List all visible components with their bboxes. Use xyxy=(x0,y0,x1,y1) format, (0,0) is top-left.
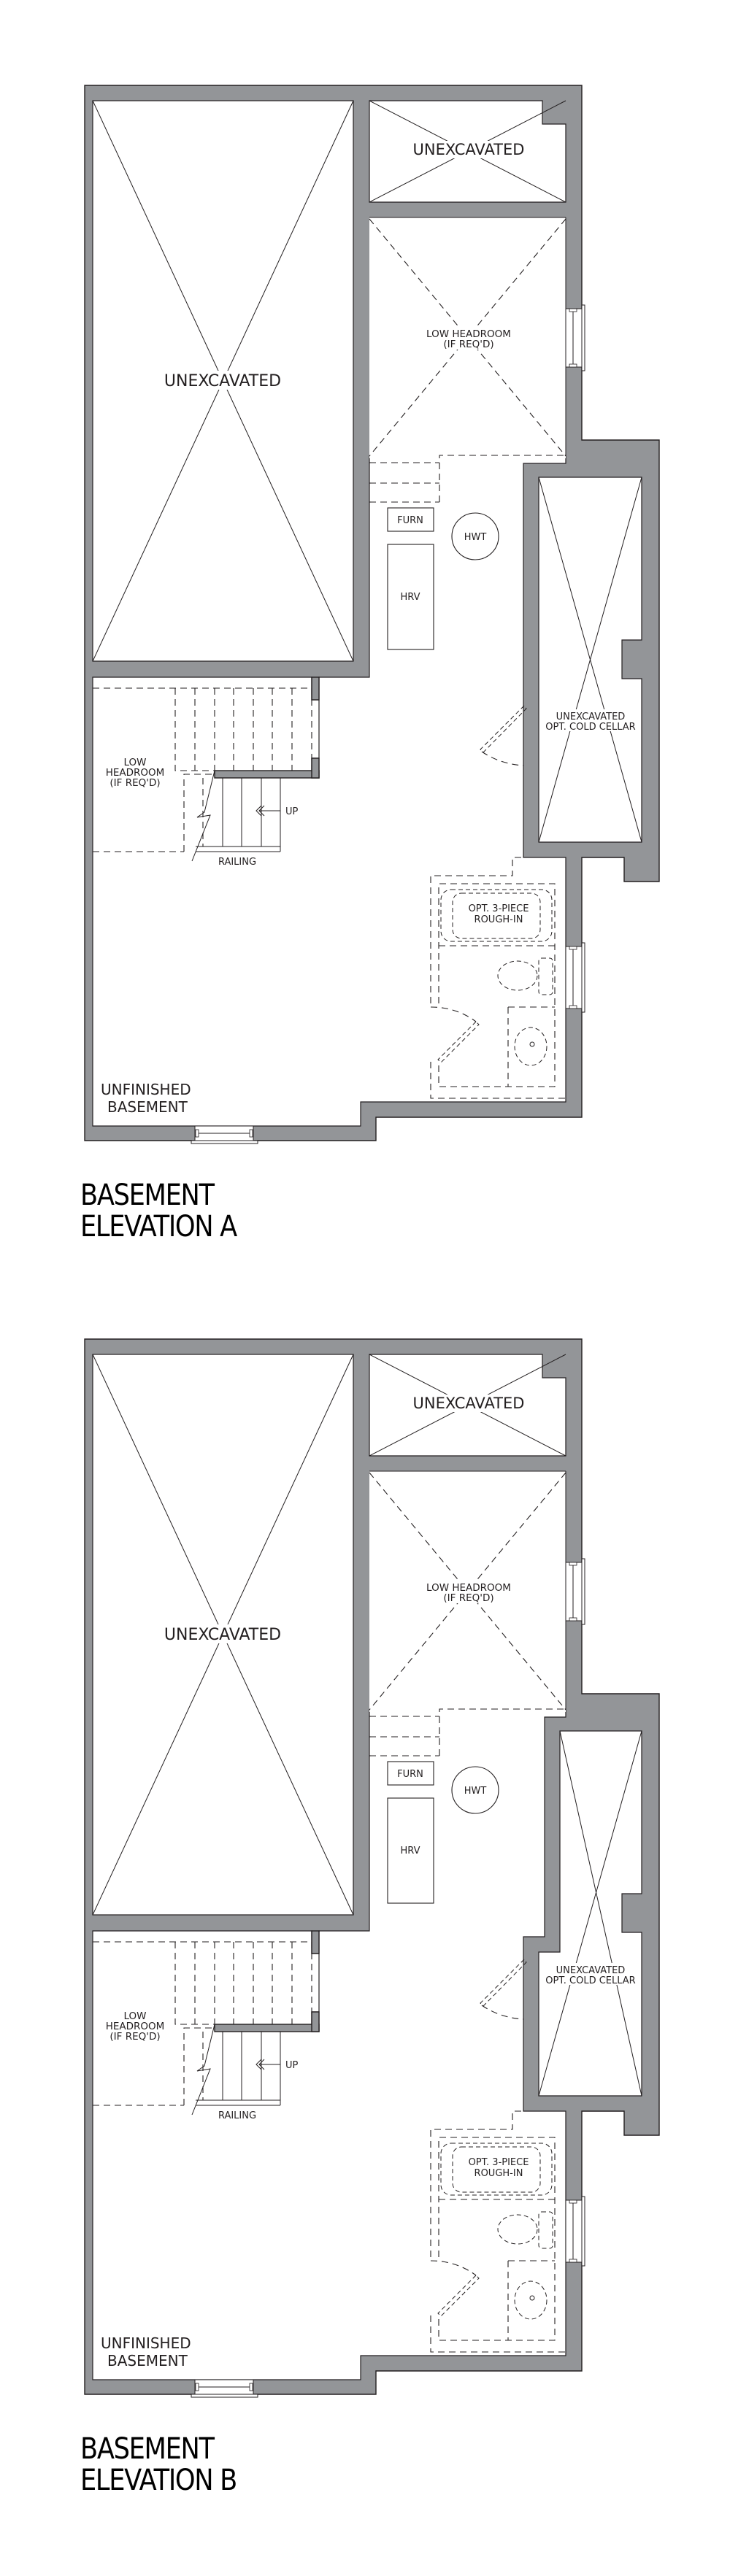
rough-in-label-2: ROUGH-IN xyxy=(474,914,523,925)
furn-label: FURN xyxy=(397,515,423,526)
furn-label: FURN xyxy=(397,1769,423,1780)
low-headroom-upper-label-1: LOW HEADROOM xyxy=(426,1582,511,1594)
unexcavated-top-label: UNEXCAVATED xyxy=(413,141,525,158)
unexcavated-left-label: UNEXCAVATED xyxy=(164,1626,281,1644)
low-headroom-stair-label-2: HEADROOM xyxy=(106,2021,165,2032)
optional-3-piece-rough-in xyxy=(430,2110,566,2353)
hrv-label: HRV xyxy=(401,592,420,603)
up-label: UP xyxy=(285,2060,299,2071)
window-right-upper xyxy=(565,1558,585,1625)
hrv-label: HRV xyxy=(401,1846,420,1856)
low-headroom-upper-label-2: (IF REQ'D) xyxy=(443,1592,493,1604)
low-headroom-stair-label-1: LOW xyxy=(123,2010,146,2022)
rough-in-label-1: OPT. 3-PIECE xyxy=(469,2157,529,2168)
plan-b-title: BASEMENT ELEVATION B xyxy=(80,2434,237,2496)
furnace xyxy=(387,1761,434,1786)
unexcavated-top-label: UNEXCAVATED xyxy=(413,1395,525,1412)
unfinished-label-1: UNFINISHED xyxy=(101,1081,191,1098)
plan-a-title: BASEMENT ELEVATION A xyxy=(80,1180,237,1243)
cold-cellar-door xyxy=(480,1959,527,2020)
window-right-upper xyxy=(565,304,585,371)
railing-label: RAILING xyxy=(218,857,256,868)
window-bottom xyxy=(191,2379,258,2398)
hwt-label: HWT xyxy=(464,532,487,543)
plan-b-title-line1: BASEMENT xyxy=(80,2432,215,2466)
staircase xyxy=(93,676,320,862)
low-headroom-upper-label-1: LOW HEADROOM xyxy=(426,328,511,340)
window-right-lower xyxy=(565,2196,585,2267)
plan-b-title-line2: ELEVATION B xyxy=(80,2464,237,2497)
low-headroom-upper-label-2: (IF REQ'D) xyxy=(443,339,493,350)
unfinished-label-1: UNFINISHED xyxy=(101,2334,191,2352)
floor-plan-elevation-b: UNEXCAVATED UNEXCAVATED LOW HEADROOM (IF… xyxy=(84,1338,660,2398)
floor-plan-elevation-a: UNEXCAVATED UNEXCAVATED LOW HEADROOM (IF… xyxy=(84,85,660,1144)
low-headroom-stair-label-3: (IF REQ'D) xyxy=(110,777,160,789)
cold-cellar-door xyxy=(480,705,527,766)
cold-cellar-label-2: OPT. COLD CELLAR xyxy=(545,1975,635,1986)
cold-cellar-label-1: UNEXCAVATED xyxy=(556,1965,626,1976)
low-headroom-stair-label-1: LOW xyxy=(123,757,146,768)
window-right-lower xyxy=(565,942,585,1013)
window-bottom xyxy=(191,1125,258,1144)
low-headroom-stair-label-2: HEADROOM xyxy=(106,767,165,779)
furnace xyxy=(387,507,434,532)
plan-a-title-line2: ELEVATION A xyxy=(80,1210,237,1243)
cold-cellar-label-1: UNEXCAVATED xyxy=(556,712,626,722)
hot-water-tank xyxy=(451,512,499,560)
optional-3-piece-rough-in xyxy=(430,857,566,1099)
cold-cellar-label-2: OPT. COLD CELLAR xyxy=(545,722,635,733)
hrv-unit xyxy=(387,1797,434,1904)
plan-a-title-line1: BASEMENT xyxy=(80,1179,215,1212)
hrv-unit xyxy=(387,544,434,650)
unexcavated-left-label: UNEXCAVATED xyxy=(164,372,281,390)
unfinished-label-2: BASEMENT xyxy=(107,1098,188,1116)
main-floor-area xyxy=(92,455,566,1127)
hwt-label: HWT xyxy=(464,1786,487,1797)
unfinished-label-2: BASEMENT xyxy=(107,2352,188,2369)
hot-water-tank xyxy=(451,1766,499,1814)
staircase xyxy=(93,1930,320,2116)
rough-in-label-2: ROUGH-IN xyxy=(474,2168,523,2179)
rough-in-label-1: OPT. 3-PIECE xyxy=(469,903,529,914)
low-headroom-stair-label-3: (IF REQ'D) xyxy=(110,2031,160,2043)
up-label: UP xyxy=(285,806,299,817)
railing-label: RAILING xyxy=(218,2110,256,2121)
